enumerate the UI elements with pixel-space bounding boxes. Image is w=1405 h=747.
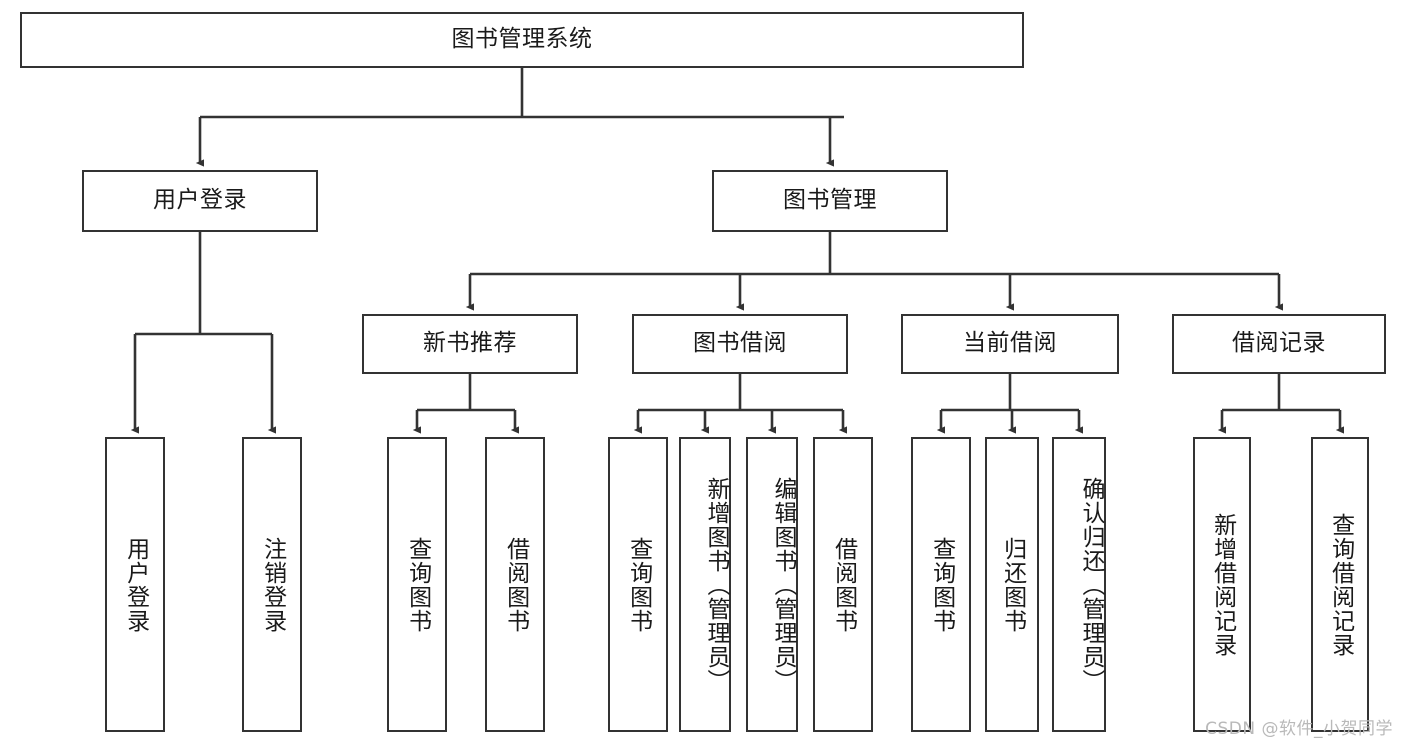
node-borrow-record[interactable]: 借阅记录 — [1172, 314, 1386, 374]
leaf-label: 查询图书 — [625, 536, 652, 633]
node-current-borrow-label: 当前借阅 — [963, 330, 1057, 357]
leaf-label: 新增借阅记录 — [1209, 512, 1236, 657]
leaf-label: 借阅图书 — [502, 536, 529, 633]
leaf-label: 归还图书 — [999, 536, 1026, 633]
node-leaf-confirm-return-admin[interactable]: 确认归还（管理员） — [1052, 437, 1106, 732]
leaf-label: 用户登录 — [122, 536, 149, 633]
leaf-label: 注销登录 — [259, 536, 286, 633]
leaf-label: 查询借阅记录 — [1327, 512, 1354, 657]
node-leaf-return-book[interactable]: 归还图书 — [985, 437, 1039, 732]
node-leaf-query-book-1[interactable]: 查询图书 — [387, 437, 447, 732]
node-leaf-borrow-book-1[interactable]: 借阅图书 — [485, 437, 545, 732]
node-leaf-add-borrow-record[interactable]: 新增借阅记录 — [1193, 437, 1251, 732]
node-leaf-edit-book-admin[interactable]: 编辑图书（管理员） — [746, 437, 798, 732]
node-book-borrow[interactable]: 图书借阅 — [632, 314, 848, 374]
leaf-label: 确认归还（管理员） — [1078, 476, 1104, 693]
node-user-login-label: 用户登录 — [153, 187, 247, 214]
leaf-label: 借阅图书 — [830, 536, 857, 633]
node-current-borrow[interactable]: 当前借阅 — [901, 314, 1119, 374]
node-book-borrow-label: 图书借阅 — [693, 330, 787, 357]
leaf-label: 新增图书（管理员） — [703, 476, 729, 693]
leaf-label: 查询图书 — [404, 536, 431, 633]
node-leaf-user-logout[interactable]: 注销登录 — [242, 437, 302, 732]
node-leaf-borrow-book-2[interactable]: 借阅图书 — [813, 437, 873, 732]
node-new-book-recommend[interactable]: 新书推荐 — [362, 314, 578, 374]
node-leaf-add-book-admin[interactable]: 新增图书（管理员） — [679, 437, 731, 732]
node-leaf-user-login[interactable]: 用户登录 — [105, 437, 165, 732]
node-leaf-query-book-3[interactable]: 查询图书 — [911, 437, 971, 732]
watermark: CSDN @软件_小贺同学 — [1205, 719, 1393, 739]
node-book-manage-label: 图书管理 — [783, 187, 877, 214]
node-leaf-query-borrow-record[interactable]: 查询借阅记录 — [1311, 437, 1369, 732]
node-leaf-query-book-2[interactable]: 查询图书 — [608, 437, 668, 732]
node-root-label: 图书管理系统 — [451, 26, 593, 53]
node-user-login[interactable]: 用户登录 — [82, 170, 318, 232]
node-new-book-recommend-label: 新书推荐 — [423, 330, 517, 357]
node-root[interactable]: 图书管理系统 — [20, 12, 1024, 68]
node-book-manage[interactable]: 图书管理 — [712, 170, 948, 232]
leaf-label: 编辑图书（管理员） — [770, 476, 796, 693]
node-borrow-record-label: 借阅记录 — [1232, 330, 1326, 357]
leaf-label: 查询图书 — [928, 536, 955, 633]
